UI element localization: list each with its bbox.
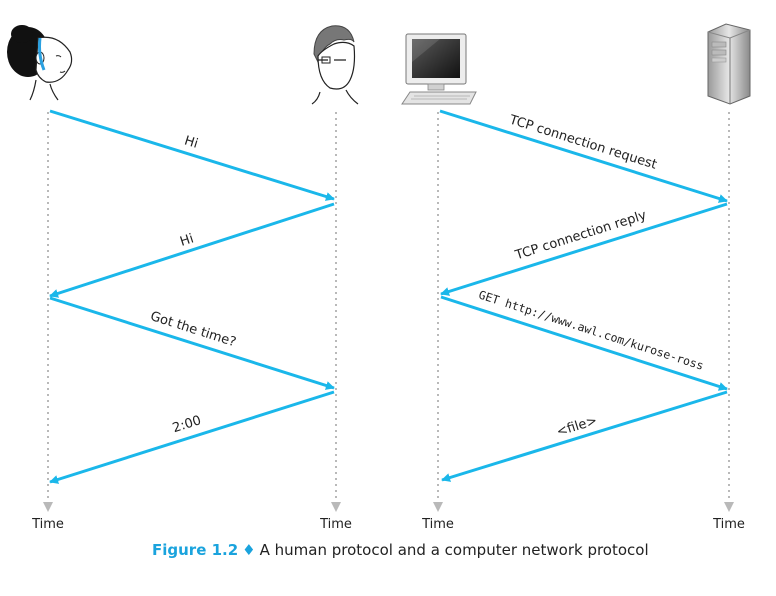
msg-label-network-1: TCP connection request [507, 112, 659, 172]
msg-arrow-human-4 [49, 390, 335, 484]
man-icon [311, 25, 359, 105]
msg-arrow-network-3 [440, 295, 728, 391]
diamond-separator-icon: ♦ [242, 541, 256, 559]
caption-text: A human protocol and a computer network … [259, 541, 649, 559]
time-label-man: Time [319, 517, 352, 532]
msg-label-human-4: 2:00 [171, 413, 203, 436]
msg-arrow-human-1 [49, 109, 335, 201]
msg-label-human-1: Hi [182, 134, 199, 152]
figure-caption: Figure 1.2♦A human protocol and a comput… [152, 541, 752, 559]
msg-label-network-4: <file> [555, 413, 599, 440]
timeline-computer [433, 112, 443, 512]
msg-arrow-human-3 [49, 296, 335, 390]
server-tower-icon [707, 23, 751, 105]
timeline-man [331, 112, 341, 512]
figure-number: Figure 1.2 [152, 541, 239, 559]
msg-arrow-human-2 [49, 202, 335, 298]
timeline-server [724, 112, 734, 512]
msg-arrow-network-1 [439, 109, 728, 203]
time-label-server: Time [712, 517, 745, 532]
msg-arrow-network-2 [440, 202, 728, 296]
desktop-computer-icon [401, 33, 477, 105]
woman-icon [7, 25, 73, 101]
msg-label-human-2: Hi [178, 231, 195, 249]
msg-label-network-3: GET http://www.awl.com/kurose-ross [477, 288, 705, 373]
msg-arrow-network-4 [441, 390, 728, 482]
timeline-woman [43, 112, 53, 512]
protocol-diagram: Hi Hi Got the time? 2:00 TCP connection … [7, 23, 751, 532]
time-label-woman: Time [31, 517, 64, 532]
time-label-computer: Time [421, 517, 454, 532]
